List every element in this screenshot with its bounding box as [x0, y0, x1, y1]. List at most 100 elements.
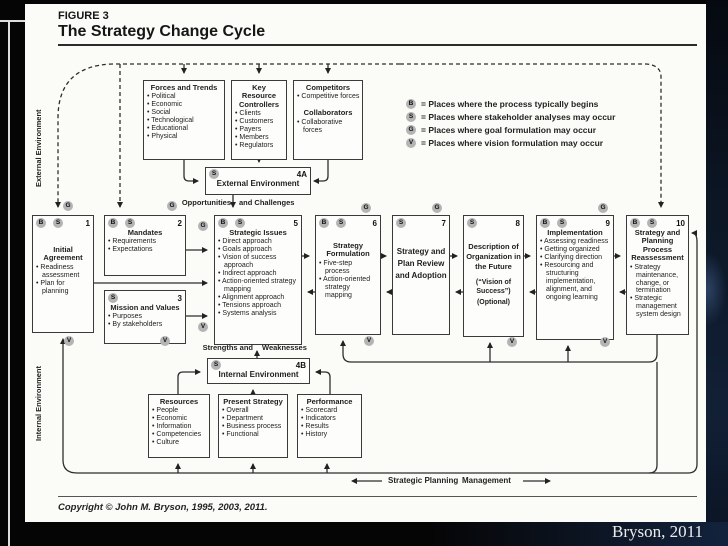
box-title: Mandates	[127, 228, 163, 237]
badge-b: B	[218, 218, 228, 228]
box-title: Key Resource Controllers	[238, 83, 279, 109]
box-title: Competitors	[305, 83, 351, 92]
badge-b: B	[36, 218, 46, 228]
footer-rule	[58, 496, 697, 497]
badge-b: B	[319, 218, 329, 228]
box-strategy-plan-review: S 7 Strategy and Plan Review and Adoptio…	[392, 215, 450, 335]
badge-s: S	[108, 293, 118, 303]
badge-s: S	[235, 218, 245, 228]
box-present-strategy: Present Strategy Overall Department Busi…	[218, 394, 288, 458]
box-number: 4B	[295, 360, 306, 370]
legend-text: = Places where stakeholder analyses may …	[421, 111, 616, 122]
badge-b: B	[630, 218, 640, 228]
box-number: 9	[605, 218, 610, 228]
box-note: (“Vision of Success”)	[475, 279, 512, 296]
box-number: 7	[441, 218, 446, 228]
internal-environment-label: Internal Environment	[34, 365, 43, 441]
box-number: 2	[177, 218, 182, 228]
box-number: 4A	[296, 169, 307, 179]
badge-v: V	[198, 322, 208, 332]
legend-item-goal: G = Places where goal formulation may oc…	[406, 125, 596, 135]
box-strategy-reassessment: B S 10 Strategy and Planning Process Rea…	[626, 215, 689, 335]
box-description-of-organization: S 8 Description of Organization in the F…	[463, 215, 524, 337]
title-rule	[58, 44, 697, 46]
badge-s: S	[396, 218, 406, 228]
box-implementation: B S 9 Implementation Assessing readiness…	[536, 215, 614, 340]
badge-b: B	[540, 218, 550, 228]
badge-b: B	[108, 218, 118, 228]
legend-item-stakeholder: S = Places where stakeholder analyses ma…	[406, 112, 615, 122]
badge-g: G	[198, 221, 208, 231]
legend-text: = Places where goal formulation may occu…	[421, 124, 597, 135]
weaknesses-label: Weaknesses	[262, 343, 307, 352]
badge-g: G	[432, 203, 442, 213]
slide-accent-line-horizontal	[0, 20, 27, 22]
badge-v: V	[64, 336, 74, 346]
badge-v: V	[160, 336, 170, 346]
external-environment-label: External Environment	[34, 109, 43, 187]
slide-accent-line-vertical	[8, 20, 10, 546]
attribution-text: Bryson, 2011	[612, 522, 703, 541]
box-note: (Optional)	[476, 298, 511, 306]
page-title: The Strategy Change Cycle	[58, 23, 266, 40]
box-title: Collaborators	[303, 108, 353, 118]
management-label: Management	[462, 476, 511, 485]
box-title: Description of Organization in the Futur…	[466, 242, 521, 272]
box-title: Initial Agreement	[43, 245, 83, 263]
box-number: 5	[293, 218, 298, 228]
box-resources: Resources People Economic Information Co…	[148, 394, 210, 458]
box-title: Performance	[306, 397, 353, 406]
badge-v: V	[364, 336, 374, 346]
badge-s: S	[336, 218, 346, 228]
box-performance: Performance Scorecard Indicators Results…	[297, 394, 362, 458]
box-title: External Environment	[216, 179, 300, 188]
badge-v: V	[406, 138, 416, 148]
badge-s: S	[211, 360, 221, 370]
box-title: Strategy Formulation	[326, 241, 370, 259]
box-title: Strategy and Planning Process Reassessme…	[631, 228, 684, 263]
box-strategic-issues: B S 5 Strategic Issues Direct approach G…	[214, 215, 302, 345]
badge-s: S	[406, 112, 416, 122]
box-title: Mission and Values	[110, 303, 180, 312]
legend-text: = Places where vision formulation may oc…	[421, 137, 604, 148]
right-background-strip	[706, 0, 728, 546]
box-internal-environment-4b: S 4B Internal Environment	[207, 358, 310, 384]
badge-s: S	[647, 218, 657, 228]
box-title: Present Strategy	[223, 397, 283, 406]
box-mandates: B S 2 Mandates Requirements Expectations	[104, 215, 186, 276]
box-title: Resources	[159, 397, 199, 406]
badge-g: G	[406, 125, 416, 135]
figure-label: FIGURE 3	[58, 10, 109, 22]
badge-b: B	[406, 99, 416, 109]
box-number: 6	[372, 218, 377, 228]
box-mission-and-values: S 3 Mission and Values Purposes By stake…	[104, 290, 186, 344]
legend-text: = Places where the process typically beg…	[421, 98, 599, 109]
badge-s: S	[467, 218, 477, 228]
box-title: Internal Environment	[218, 370, 299, 379]
box-strategy-formulation: B S 6 Strategy Formulation Five-step pro…	[315, 215, 381, 335]
badge-s: S	[125, 218, 135, 228]
box-title: Implementation	[547, 228, 603, 237]
badge-g: G	[63, 201, 73, 211]
bottom-background-tint	[430, 522, 728, 546]
challenges-label: and Challenges	[239, 198, 295, 207]
box-external-environment-4a: S 4A External Environment	[205, 167, 311, 195]
badge-v: V	[507, 337, 517, 347]
box-title: Strategic Issues	[229, 228, 287, 237]
badge-s: S	[557, 218, 567, 228]
box-title: Forces and Trends	[150, 83, 218, 92]
badge-s: S	[53, 218, 63, 228]
box-number: 10	[676, 218, 685, 228]
legend-item-begins: B = Places where the process typically b…	[406, 99, 598, 109]
box-number: 1	[85, 218, 90, 228]
box-forces-and-trends: Forces and Trends Political Economic Soc…	[143, 80, 225, 160]
box-competitors-collaborators: Competitors Competitive forces Collabora…	[293, 80, 363, 160]
box-number: 8	[515, 218, 520, 228]
box-title: Strategy and Plan Review and Adoption	[395, 247, 447, 280]
badge-v: V	[600, 337, 610, 347]
badge-s: S	[209, 169, 219, 179]
badge-g: G	[167, 201, 177, 211]
box-initial-agreement: B S 1 Initial Agreement Readiness assess…	[32, 215, 94, 333]
copyright-text: Copyright © John M. Bryson, 1995, 2003, …	[58, 502, 268, 513]
